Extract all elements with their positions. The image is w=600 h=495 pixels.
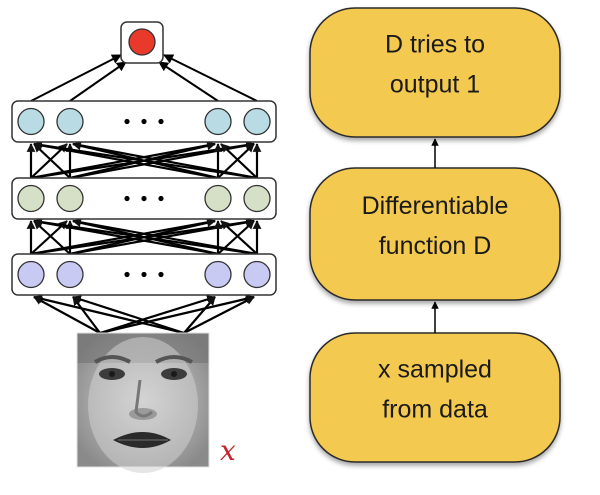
flow-box-text: D tries to <box>385 31 485 59</box>
edge <box>220 143 258 179</box>
output-node <box>128 28 156 56</box>
neuron <box>56 107 84 136</box>
edge <box>72 141 258 180</box>
layer-input <box>11 253 277 296</box>
output-unit <box>120 21 164 64</box>
edge <box>99 295 216 335</box>
neuron <box>204 107 232 136</box>
ellipsis-dot <box>124 271 130 278</box>
flow-box-text: x sampled <box>378 356 492 384</box>
network-connections <box>26 54 262 335</box>
edge <box>33 294 185 335</box>
ellipsis-dot <box>141 271 147 278</box>
neuron <box>17 107 45 136</box>
edge <box>69 61 127 102</box>
flowchart: D tries to output 1 Differentiable function… <box>309 7 561 463</box>
edge <box>158 61 219 102</box>
neuron <box>243 184 271 213</box>
layer-hidden-2 <box>11 100 277 143</box>
flow-box-shape <box>309 7 561 138</box>
flow-box-text: from data <box>382 396 488 424</box>
edge <box>183 296 255 334</box>
ellipsis-dot <box>141 118 147 125</box>
edge <box>163 54 258 102</box>
edge <box>99 294 255 335</box>
input-variable-label: x <box>220 434 236 467</box>
network-layers <box>11 100 277 296</box>
edge <box>33 296 101 334</box>
neuron <box>243 107 271 136</box>
edge <box>30 54 122 102</box>
neuron <box>17 184 45 213</box>
flow-box-1: D tries to output 1 <box>309 7 561 138</box>
layer-hidden-1 <box>11 177 277 220</box>
edge <box>183 296 216 334</box>
edge <box>72 295 185 335</box>
ellipsis-dot <box>141 195 147 202</box>
ellipsis-dot <box>158 118 164 125</box>
input-face-image <box>76 332 210 473</box>
flow-box-text: Differentiable <box>362 192 509 220</box>
ellipsis-dot <box>124 118 130 125</box>
edge <box>33 140 258 180</box>
neuron <box>17 260 45 289</box>
ellipsis-dot <box>158 195 164 202</box>
ellipsis-dot <box>158 271 164 278</box>
ellipsis-dot <box>124 195 130 202</box>
flow-box-text: function D <box>379 232 492 260</box>
flow-box-3: x sampled from data <box>309 332 561 463</box>
neuron <box>204 184 232 213</box>
flow-box-2: Differentiable function D <box>309 167 561 301</box>
edge <box>72 218 258 256</box>
right-brow <box>155 355 193 364</box>
neuron <box>56 260 84 289</box>
left-brow <box>93 355 131 364</box>
neuron <box>204 260 232 289</box>
edge <box>33 217 258 256</box>
neuron <box>243 260 271 289</box>
flow-box-text: output 1 <box>390 71 480 99</box>
neuron <box>56 184 84 213</box>
edge <box>220 220 258 255</box>
